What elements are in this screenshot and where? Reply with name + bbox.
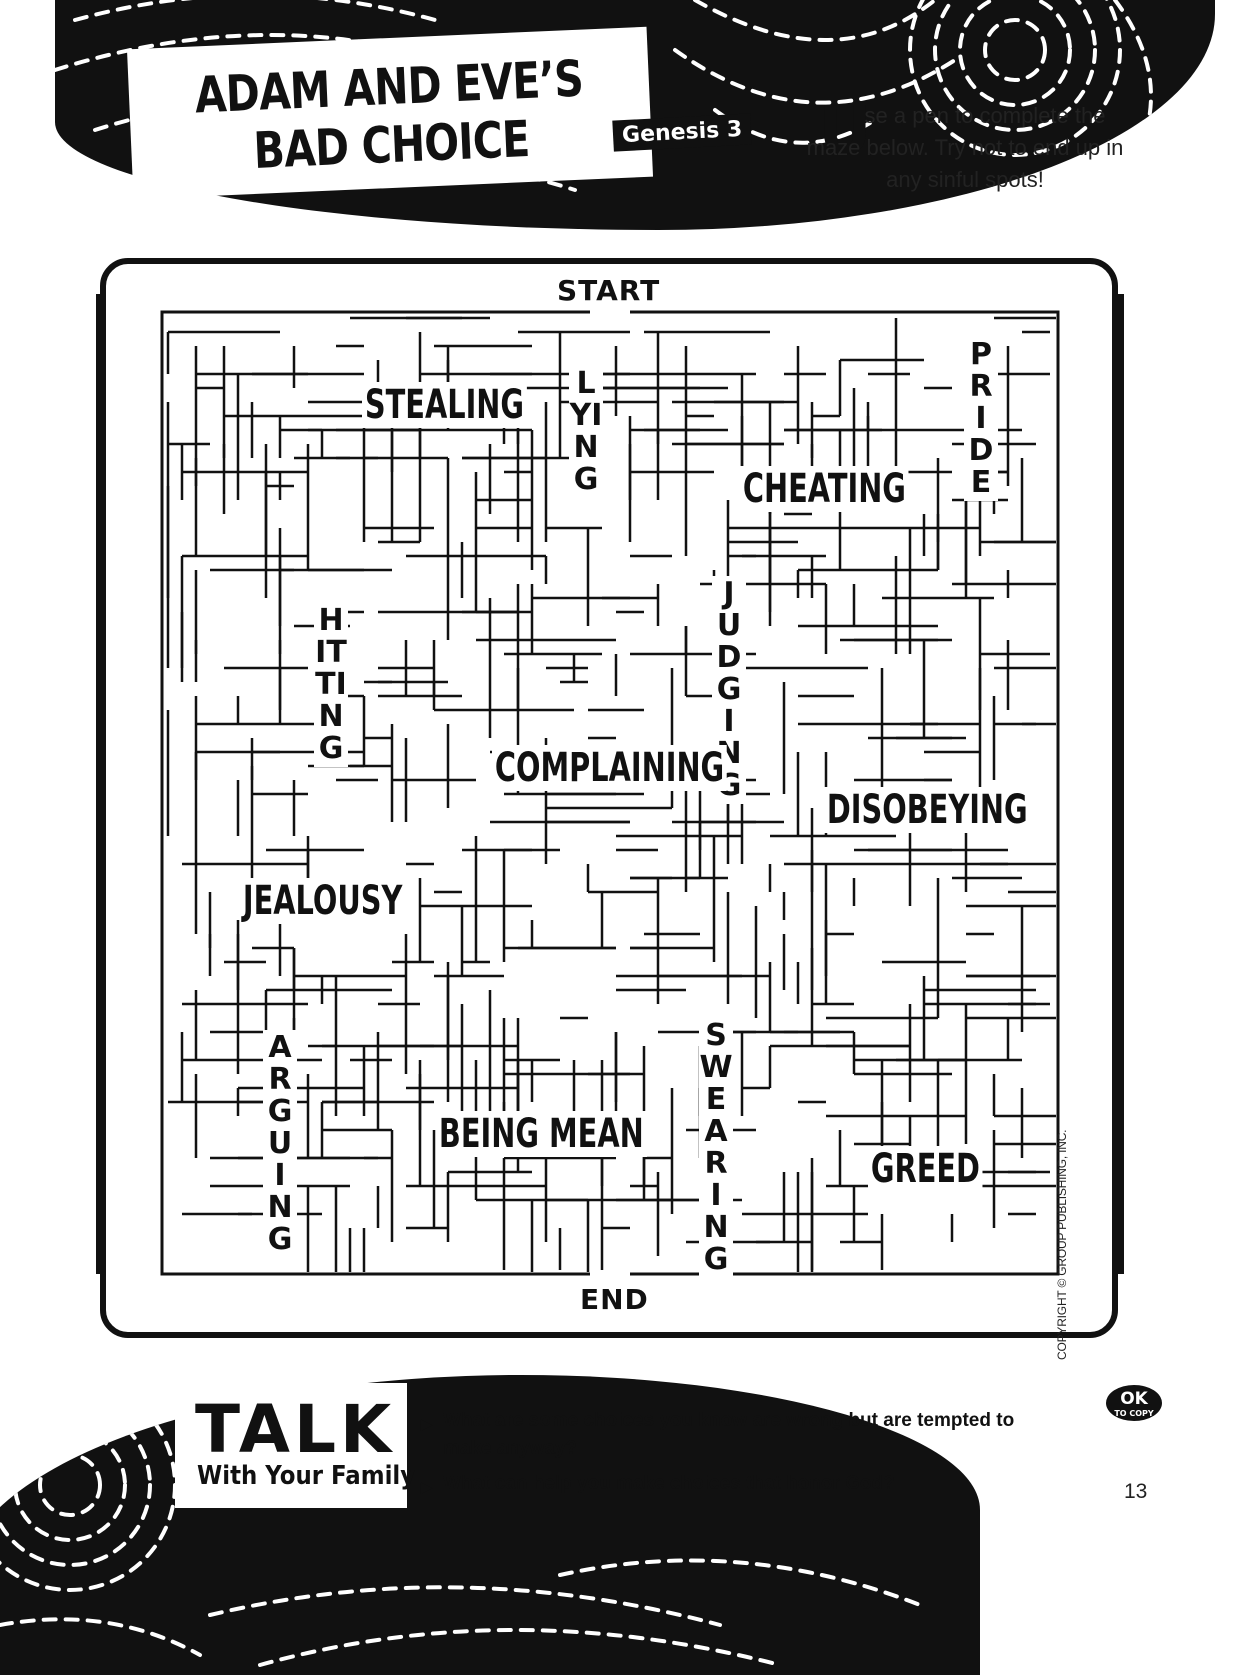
maze-word-jealousy: JEALOUSY <box>240 878 406 924</box>
maze-word-disobeying: DISOBEYING <box>824 787 1031 833</box>
maze-word-judging: JUDGING <box>712 576 746 804</box>
page-number: 13 <box>1124 1480 1148 1503</box>
decorative-swirl-bottom <box>0 1375 980 1675</box>
maze-word-greed: GREED <box>868 1146 983 1192</box>
ok-logo-line1: OK <box>1120 1389 1148 1409</box>
talk-card: TALK With Your Family <box>175 1383 415 1508</box>
maze-word-stealing: STEALING <box>362 382 527 428</box>
maze-end-label: END <box>580 1283 649 1316</box>
maze-start-label: START <box>557 274 661 307</box>
maze-word-lying: LYING <box>569 366 603 498</box>
talk-title: TALK <box>195 1391 396 1468</box>
title-card: ADAM AND EVE’S BAD CHOICE <box>126 26 654 200</box>
maze-word-hitting: HITTING <box>314 603 348 767</box>
instructions-body: se a pen to complete the maze below. Try… <box>806 103 1124 192</box>
maze-word-being-mean: BEING MEAN <box>436 1111 647 1157</box>
talk-subtitle: With Your Family <box>197 1461 416 1491</box>
bullet-triangle-icon: ▶ <box>421 1416 432 1432</box>
instructions-text: se a pen to complete the maze below. Try… <box>805 100 1125 196</box>
maze-end-gap <box>590 1270 630 1276</box>
talk-question-2: ▶ What can help you make choices that ho… <box>421 1470 1063 1498</box>
talk-question-1: ▶ What are some choices you know are wro… <box>421 1407 1063 1463</box>
maze-word-complaining: COMPLAINING <box>492 745 728 791</box>
bullet-triangle-icon: ▶ <box>421 1479 432 1495</box>
ok-to-copy-logo: OK TO COPY <box>1106 1385 1162 1421</box>
talk-question-text: What are some choices you know are wrong… <box>443 1410 1015 1459</box>
maze-word-cheating: CHEATING <box>740 466 909 512</box>
ok-logo-line2: TO COPY <box>1114 1409 1154 1418</box>
maze-word-arguing: ARGUING <box>263 1030 297 1258</box>
talk-question-text: What can help you make choices that hono… <box>443 1473 895 1494</box>
maze-word-swearing: SWEARING <box>699 1018 733 1278</box>
instructions-drop-cap: U <box>818 92 872 169</box>
copyright-notice: COPYRIGHT © GROUP PUBLISHING, INC. <box>1055 1129 1069 1360</box>
maze-start-gap <box>590 310 630 316</box>
maze-word-pride: PRIDE <box>964 337 998 501</box>
